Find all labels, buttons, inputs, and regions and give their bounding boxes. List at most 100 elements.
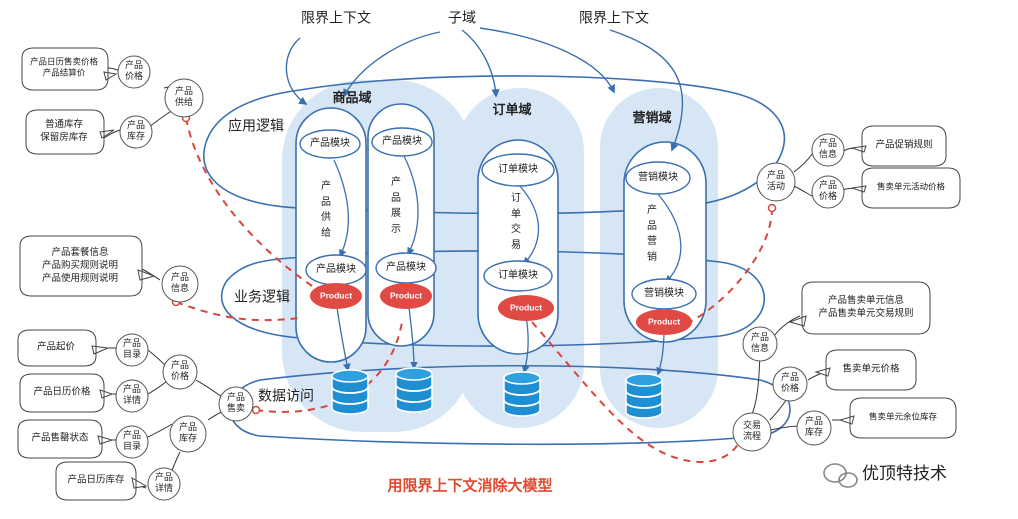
bubble-text-package: 产品套餐信息 产品购买规则说明 产品使用规则说明: [42, 247, 118, 285]
bubble-text-calendar-price2: 产品日历价格: [33, 386, 91, 398]
module-label-marketing-top: 营销模块: [638, 171, 678, 183]
node-label-supply: 产品供给: [174, 87, 193, 108]
node-label-activity: 产品活动: [766, 171, 785, 192]
node-label-info2-r: 产品信息: [750, 333, 769, 354]
dash-trade: [531, 321, 745, 464]
node-activity: [756, 162, 796, 202]
bubble-text-promo-rule: 产品促销规则: [875, 139, 933, 151]
node-label-catalog2: 产品目录: [122, 431, 141, 452]
node-label-detail1: 产品详情: [122, 385, 141, 406]
module-label-supply-biz: 产品模块: [316, 263, 356, 275]
flow-label-trade: 订单交易: [511, 193, 521, 251]
node-label-stock-r: 产品库存: [804, 417, 823, 438]
node-label-sale: 产品售卖: [226, 393, 245, 414]
node-label-stock2: 产品库存: [178, 423, 197, 444]
node-label-info-r: 产品信息: [818, 139, 837, 160]
database-4: [625, 373, 663, 419]
module-order-top: [481, 153, 555, 187]
bubble-line: 产品使用规则说明: [41, 272, 119, 284]
flow-label-display: 产品展示: [391, 177, 401, 235]
node-info: [161, 265, 199, 303]
bubble-line: 产品套餐信息: [51, 246, 109, 258]
arrow-right-context: [609, 29, 684, 152]
module-display-top: [371, 127, 433, 157]
node-stock2: [169, 415, 207, 453]
badge-text-3: Product: [509, 302, 543, 313]
node-price2-r: [772, 366, 808, 402]
arrow-subdomain-center: [461, 29, 500, 98]
node-supply: [164, 78, 204, 118]
bubble-text-unit-activity-price: 售卖单元活动价格: [876, 182, 946, 193]
top-label-left-context: 限界上下文: [301, 10, 371, 27]
flow-label-marketing: 产品营销: [647, 205, 657, 263]
node-sale: [218, 386, 254, 422]
bubble-sell-status: [17, 419, 114, 459]
node-catalog1: [115, 333, 149, 367]
bubble-calendar-stock: [55, 461, 148, 501]
bubble-calendar-price: [21, 47, 118, 91]
badge-text-2: Product: [389, 290, 423, 301]
node-label-stock-top: 产品库存: [126, 121, 145, 142]
bubble-line: 产品购买规则说明: [41, 259, 119, 271]
node-price-r: [811, 175, 845, 209]
bubble-line: 产品日历售卖价格: [29, 57, 99, 68]
node-stock-top: [119, 115, 153, 149]
bubble-unit-stock: [838, 397, 957, 439]
brand-name: 优顶特技术: [862, 464, 947, 484]
node-label-price2: 产品价格: [170, 361, 189, 382]
node-label-trade-r: 交易流程: [742, 421, 761, 442]
node-price2: [162, 354, 198, 390]
badge-3: [498, 295, 554, 321]
module-label-order-biz: 订单模块: [498, 269, 538, 281]
bubble-unit-info: [788, 281, 931, 335]
node-catalog2: [115, 425, 149, 459]
bubble-line: 产品结算价: [42, 69, 86, 79]
module-marketing-top: [625, 161, 691, 195]
domain-title-marketing: 营销域: [632, 110, 672, 126]
diagram-caption: 用限界上下文消除大模型: [387, 476, 553, 495]
layer-label-data: 数据访问: [258, 388, 314, 405]
arrow-left-context: [285, 37, 308, 105]
node-label-info: 产品信息: [170, 273, 189, 294]
module-order-biz: [483, 260, 553, 292]
badge-text-4: Product: [647, 316, 681, 327]
node-label-detail2: 产品详情: [154, 473, 173, 494]
node-info-r: [811, 133, 845, 167]
dash-supply: [185, 117, 313, 287]
bubble-unit-price: [814, 349, 917, 391]
node-label-catalog1: 产品目录: [122, 339, 141, 360]
node-label-price-r: 产品价格: [818, 181, 837, 202]
module-label-supply-top: 产品模块: [310, 137, 350, 149]
domain-title-order: 订单域: [492, 102, 532, 118]
arrow-marketing-down: [657, 193, 682, 284]
database-1: [331, 369, 369, 415]
module-label-display-biz: 产品模块: [386, 261, 426, 273]
arrow-display-down: [403, 155, 419, 256]
arrow-trade-down: [519, 185, 540, 266]
node-trade-r: [732, 412, 772, 452]
module-label-display-top: 产品模块: [382, 135, 422, 147]
node-detail1: [115, 379, 149, 413]
bubble-text-calendar-stock: 产品日历库存: [67, 474, 125, 486]
bubble-package: [19, 235, 156, 297]
module-label-order-top: 订单模块: [498, 163, 538, 175]
arrow-db-3: [521, 315, 530, 374]
node-label-price2-r: 产品价格: [780, 373, 799, 394]
dash-sale: [255, 321, 403, 413]
bubble-text-start-price: 产品起价: [36, 341, 76, 353]
brand-logo: [823, 463, 858, 488]
bubble-text-sell-status: 产品售罄状态: [31, 432, 89, 444]
bubble-text-unit-stock: 售卖单元余位库存: [868, 412, 938, 423]
bubble-text-calendar-price: 产品日历售卖价格 产品结算价: [30, 58, 98, 81]
node-stock-r: [796, 410, 832, 446]
bubble-promo-rule: [851, 125, 947, 167]
bubble-line: 产品售卖单元交易规则: [818, 308, 914, 319]
bubble-calendar-price2: [19, 373, 114, 413]
badge-2: [380, 283, 432, 309]
arrow-supply-down: [333, 159, 350, 258]
layer-label-biz: 业务逻辑: [234, 289, 290, 306]
node-label-price-top: 产品价格: [124, 61, 143, 82]
badge-4: [636, 309, 692, 335]
